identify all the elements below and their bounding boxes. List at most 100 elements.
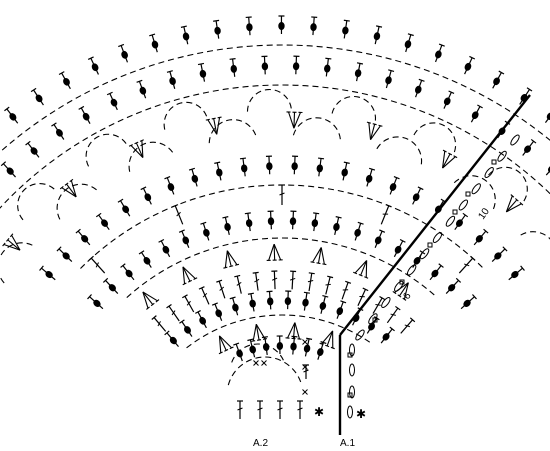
picot-treble-symbol: [245, 16, 253, 36]
chain-arc-symbol: [413, 122, 457, 154]
picot-treble-symbol: [393, 238, 406, 258]
picot-treble-symbol: [316, 157, 325, 177]
picot-treble-symbol: [136, 79, 147, 99]
picot-treble-symbol: [373, 25, 383, 45]
treble-cluster-symbol: [366, 121, 383, 140]
treble-cluster-symbol: [223, 250, 240, 269]
chain-arc-symbol: [227, 356, 303, 386]
chain-stitch-symbol: [355, 329, 365, 341]
small-square-symbol: [452, 209, 458, 215]
picot-treble-symbol: [429, 263, 444, 281]
picot-treble-symbol: [197, 62, 207, 82]
picot-treble-symbol: [266, 290, 274, 310]
picot-treble-symbol: [389, 176, 400, 195]
picot-treble-symbol: [311, 212, 320, 232]
treble-crochet-symbol: [237, 400, 243, 419]
chain-stitch-symbol: [394, 280, 404, 292]
picot-treble-symbol: [365, 167, 376, 187]
picot-treble-symbol: [464, 55, 476, 75]
chain-arc-symbol: [186, 314, 372, 349]
small-square-symbol: [347, 352, 353, 358]
chain-stitch-symbol: [484, 167, 494, 178]
chain-arc-symbol: [488, 166, 528, 203]
chain-stitch-symbol: [471, 183, 481, 195]
chain-arc-symbol: [163, 101, 208, 130]
picot-treble-symbol: [75, 228, 91, 246]
picot-treble-symbol: [374, 229, 386, 248]
picot-treble-symbol: [87, 294, 104, 310]
treble-crochet-symbol: [458, 255, 476, 274]
picot-treble-symbol: [319, 295, 329, 314]
chain-stitch-symbol: [368, 313, 378, 325]
picot-treble-symbol: [310, 16, 318, 36]
treble-crochet-symbol: [380, 204, 392, 225]
chain-stitch-symbol: [406, 264, 417, 276]
picot-treble-symbol: [404, 33, 414, 53]
picot-treble-symbol: [303, 337, 313, 357]
single-crochet-symbol: [302, 389, 308, 395]
row-number-6: 6: [401, 290, 413, 301]
treble-cluster-symbol: [142, 291, 160, 310]
picot-treble-symbol: [385, 69, 395, 89]
treble-cluster-symbol: [266, 243, 283, 261]
picot-treble-symbol: [324, 57, 332, 77]
picot-treble-symbol: [0, 161, 17, 178]
picot-treble-symbol: [178, 229, 190, 248]
treble-cluster-symbol: [319, 330, 335, 350]
chain-stitch-symbol: [497, 150, 507, 162]
chain-arc-symbol: [0, 44, 550, 153]
picot-treble-symbol: [87, 56, 99, 75]
chain-stitch-symbol: [458, 199, 469, 211]
picot-treble-symbol: [78, 105, 91, 124]
picot-treble-symbol: [164, 330, 179, 348]
picot-treble-symbol: [292, 55, 300, 75]
treble-cluster-symbol: [182, 266, 198, 286]
treble-cluster-symbol: [505, 194, 524, 213]
picot-treble-symbol: [118, 43, 129, 63]
chain-arc-symbol: [520, 231, 550, 240]
chain-stitch-symbol: [347, 405, 353, 419]
treble-crochet-symbol: [357, 287, 369, 306]
picot-treble-symbol: [492, 70, 505, 89]
treble-crochet-symbol: [252, 271, 260, 291]
picot-treble-symbol: [333, 216, 342, 235]
treble-crochet-symbol: [182, 294, 195, 313]
picot-treble-symbol: [336, 300, 347, 319]
chain-arc-symbol: [292, 117, 341, 141]
chart-marks: ✱✱: [0, 15, 550, 435]
treble-crochet-symbol: [341, 280, 352, 300]
picot-treble-symbol: [284, 290, 292, 310]
single-crochet-symbol: [261, 360, 267, 366]
picot-treble-symbol: [138, 250, 152, 268]
treble-cluster-symbol: [310, 247, 327, 266]
chain-arc-symbol: [0, 242, 34, 284]
treble-crochet-symbol: [257, 400, 263, 419]
chain-arc-symbol: [56, 183, 98, 220]
picot-treble-symbol: [229, 296, 239, 316]
picot-treble-symbol: [56, 246, 73, 262]
chart-label-a2: A.2: [253, 438, 268, 449]
treble-crochet-symbol: [297, 400, 303, 419]
single-crochet-symbol: [302, 339, 308, 345]
picot-treble-symbol: [470, 104, 483, 123]
picot-treble-symbol: [149, 33, 159, 53]
treble-cluster-symbol: [251, 323, 268, 342]
picot-treble-symbol: [522, 138, 537, 156]
treble-crochet-symbol: [325, 275, 334, 295]
chart-edge-diagonal: [339, 94, 531, 336]
picot-treble-symbol: [214, 161, 223, 181]
chain-arc-symbol: [376, 136, 423, 166]
chain-arc-symbol: [246, 88, 292, 112]
chain-arc-symbol: [0, 84, 550, 209]
chain-stitch-symbol: [432, 232, 443, 243]
picot-treble-symbol: [341, 161, 350, 181]
picot-treble-symbol: [412, 250, 426, 268]
picot-treble-symbol: [200, 221, 210, 241]
treble-crochet-symbol: [88, 255, 106, 274]
picot-treble-symbol: [276, 335, 284, 355]
treble-crochet-symbol: [303, 364, 309, 379]
picot-treble-symbol: [247, 292, 256, 312]
chain-stitch-symbol: [510, 134, 520, 146]
picot-treble-symbol: [179, 319, 193, 337]
picot-treble-symbol: [95, 212, 110, 231]
